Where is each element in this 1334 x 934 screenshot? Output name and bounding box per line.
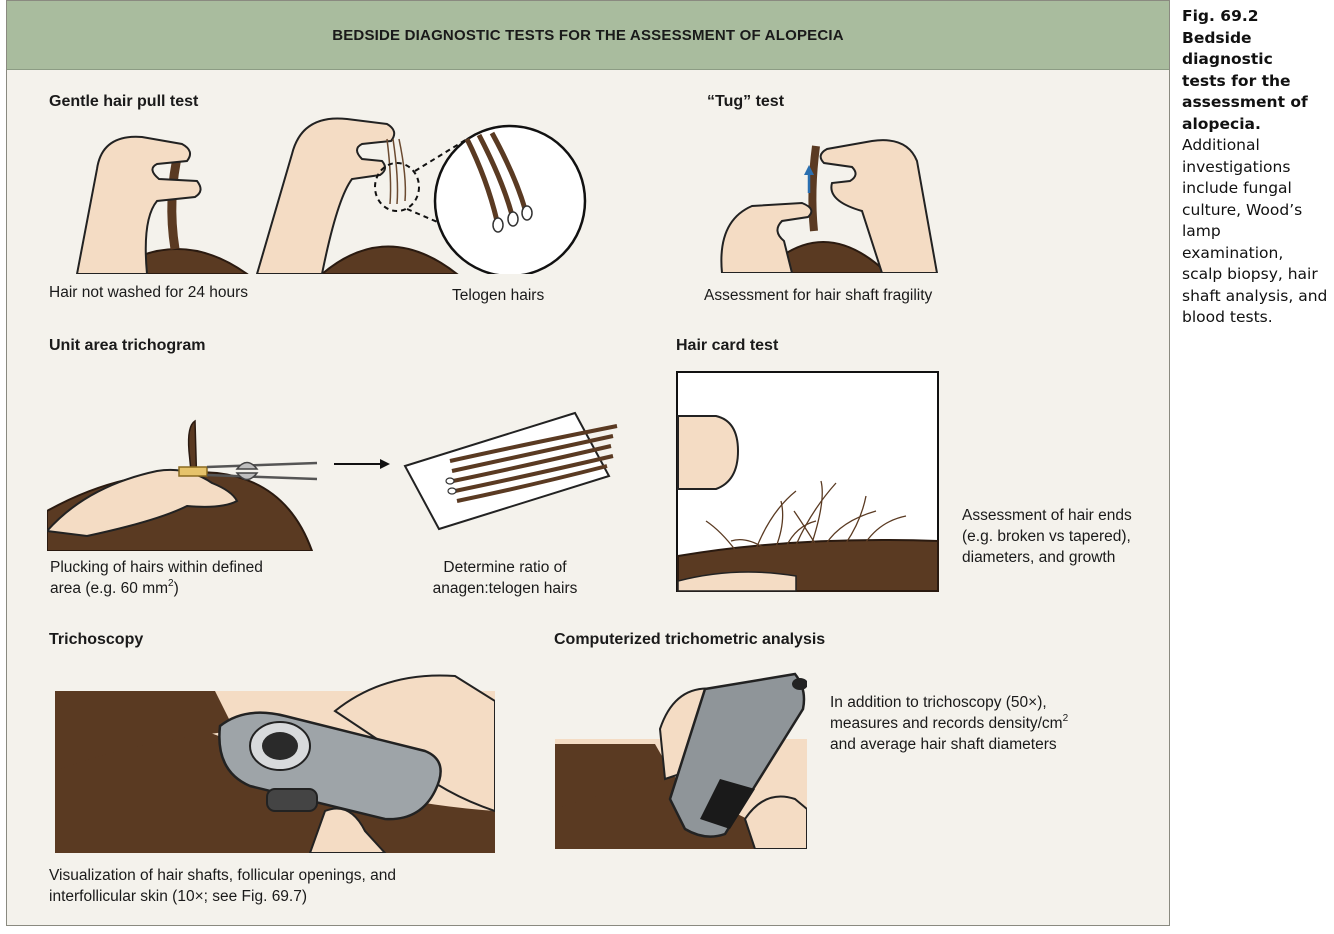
trichoscopy-caption-line2: interfollicular skin (10×; see Fig. 69.7… bbox=[49, 888, 308, 905]
hair-card-illustration bbox=[676, 371, 939, 592]
header-bar: BEDSIDE DIAGNOSTIC TESTS FOR THE ASSESSM… bbox=[7, 1, 1169, 70]
hair-card-caption-line2: (e.g. broken vs tapered), bbox=[962, 528, 1131, 545]
arrow-up-icon bbox=[804, 165, 814, 175]
legend-line: culture, Wood’s bbox=[1182, 200, 1303, 219]
legend-line: scalp biopsy, hair bbox=[1182, 265, 1318, 283]
pull-test-caption: Hair not washed for 24 hours bbox=[49, 284, 249, 301]
trichometric-caption-line1: In addition to trichoscopy (50×), bbox=[830, 694, 1047, 711]
legend-line: shaft analysis, and bbox=[1182, 286, 1328, 305]
hair-card-caption-line3: diameters, and growth bbox=[962, 549, 1116, 566]
trichometric-illustration bbox=[555, 672, 807, 849]
trichometric-title: Computerized trichometric analysis bbox=[554, 631, 826, 648]
trichogram-illustration bbox=[47, 411, 618, 551]
legend-bold-line: tests for the bbox=[1182, 71, 1291, 90]
figure-label: Fig. 69.2 bbox=[1182, 7, 1259, 25]
pull-test-title: Gentle hair pull test bbox=[49, 93, 199, 110]
trichoscopy-caption-line1: Visualization of hair shafts, follicular… bbox=[49, 867, 396, 884]
trichoscopy-title: Trichoscopy bbox=[49, 631, 144, 648]
superscript-2: 2 bbox=[168, 577, 174, 589]
legend-line: include fungal bbox=[1182, 179, 1292, 197]
figure-legend: Fig. 69.2 Bedside diagnostic tests for t… bbox=[1182, 6, 1332, 329]
hair-card-title: Hair card test bbox=[676, 337, 779, 354]
trichoscopy-caption: Visualization of hair shafts, follicular… bbox=[49, 865, 396, 907]
legend-line: blood tests. bbox=[1182, 308, 1273, 326]
legend-line: investigations bbox=[1182, 157, 1291, 176]
tug-test-illustration bbox=[720, 139, 939, 273]
figure-panel: BEDSIDE DIAGNOSTIC TESTS FOR THE ASSESSM… bbox=[6, 0, 1170, 926]
trichoscopy-illustration bbox=[55, 674, 495, 853]
legend-bold-line: alopecia. bbox=[1182, 114, 1261, 133]
trichometric-caption-line2: measures and records density/cm2 bbox=[830, 713, 1068, 734]
legend-bold-line: diagnostic bbox=[1182, 50, 1273, 68]
trichogram-title: Unit area trichogram bbox=[49, 337, 206, 354]
density-text: measures and records density/cm bbox=[830, 715, 1063, 732]
trichogram-caption-2: Determine ratio of anagen:telogen hairs bbox=[415, 557, 595, 599]
trichometric-caption-line3: and average hair shaft diameters bbox=[830, 736, 1057, 753]
legend-bold-line: Bedside bbox=[1182, 28, 1252, 47]
trichogram-caption-area: area (e.g. 60 mm bbox=[50, 580, 169, 597]
tug-test-title: “Tug” test bbox=[707, 93, 785, 110]
trichogram-caption-line2: area (e.g. 60 mm2) bbox=[50, 578, 263, 599]
legend-line: examination, bbox=[1182, 243, 1284, 262]
ratio-caption-line1: Determine ratio of bbox=[443, 559, 567, 576]
legend-bold-line: assessment of bbox=[1182, 93, 1308, 111]
trichogram-caption-1: Plucking of hairs within defined area (e… bbox=[50, 557, 263, 599]
legend-line: Additional bbox=[1182, 136, 1260, 154]
hair-card-caption-line1: Assessment of hair ends bbox=[962, 507, 1132, 524]
legend-line: lamp bbox=[1182, 222, 1221, 240]
trichogram-caption-paren: ) bbox=[173, 580, 179, 597]
telogen-caption: Telogen hairs bbox=[452, 287, 545, 304]
superscript-2: 2 bbox=[1062, 712, 1069, 724]
trichometric-caption: In addition to trichoscopy (50×), measur… bbox=[830, 692, 1068, 755]
ratio-caption-line2: anagen:telogen hairs bbox=[432, 580, 578, 597]
hair-card-caption: Assessment of hair ends (e.g. broken vs … bbox=[962, 505, 1132, 568]
pull-test-illustration bbox=[75, 117, 587, 274]
trichogram-caption-line1: Plucking of hairs within defined bbox=[50, 559, 263, 576]
tug-test-caption: Assessment for hair shaft fragility bbox=[704, 287, 933, 304]
figure-title: BEDSIDE DIAGNOSTIC TESTS FOR THE ASSESSM… bbox=[332, 26, 844, 44]
